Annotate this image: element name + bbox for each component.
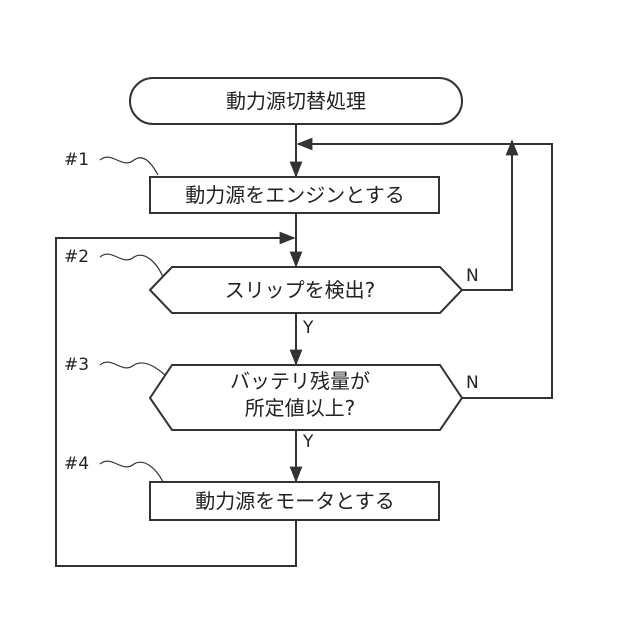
step3-no-label: N [466,373,479,393]
step2-label: スリップを検出? [225,278,376,302]
step4-id: #4 [64,454,89,474]
start-terminal-label: 動力源切替処理 [226,89,366,113]
step1-leader [100,157,158,175]
step3-label-line2: 所定値以上? [245,396,356,420]
step1-label: 動力源をエンジンとする [185,183,404,207]
step3-id: #3 [64,355,89,375]
step3-yes-label: Y [302,432,314,452]
step2-no-label: N [466,266,479,286]
step3-label-line1: バッテリ残量が [230,369,370,393]
step2-id: #2 [64,247,89,267]
step1-id: #1 [64,150,89,170]
step2-yes-label: Y [302,318,314,338]
step4-label: 動力源をモータとする [195,489,394,513]
step3-leader [100,362,165,375]
step2-leader [100,254,163,277]
step4-leader [100,461,163,482]
